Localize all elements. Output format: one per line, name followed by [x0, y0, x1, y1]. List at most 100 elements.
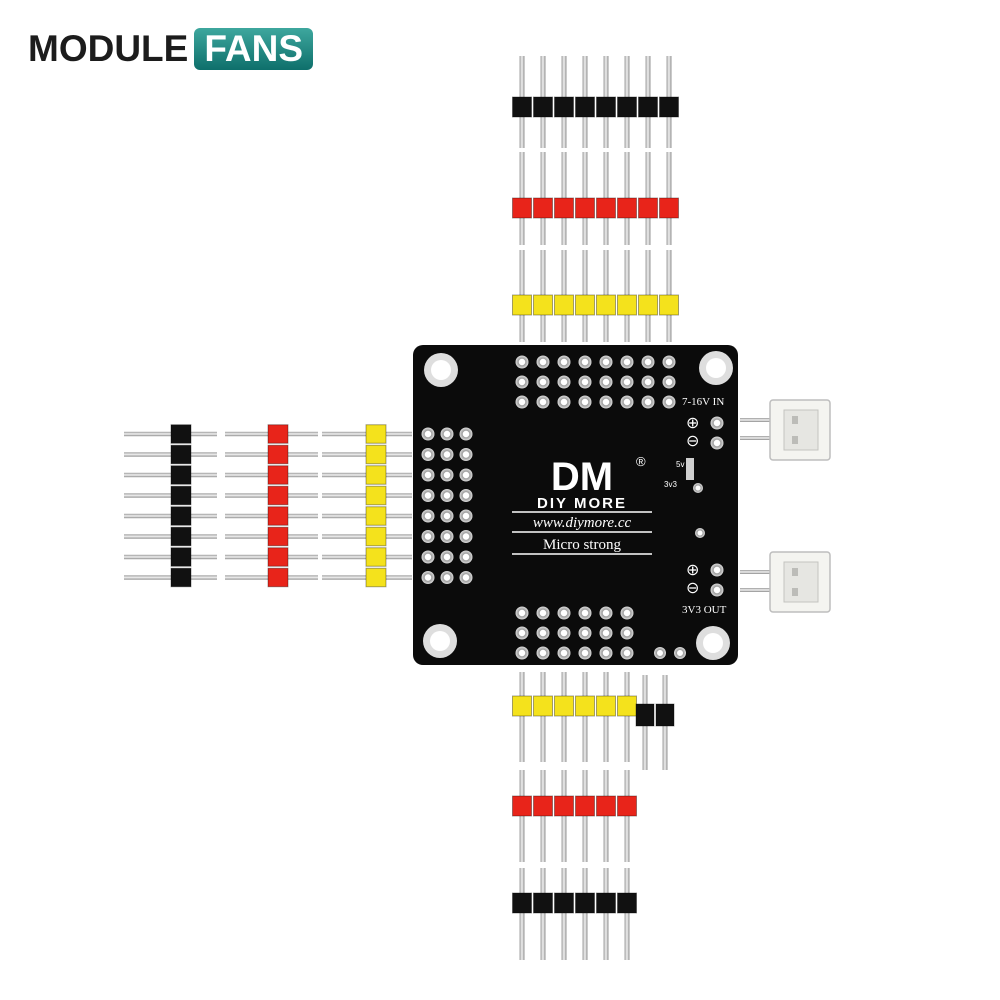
- voltage-selector: [686, 458, 694, 480]
- pcb-pad: [578, 375, 592, 389]
- header-housing: [575, 892, 595, 914]
- header-housing: [596, 294, 616, 316]
- header-housing: [617, 294, 637, 316]
- pcb-pad: [578, 626, 592, 640]
- header-housing: [533, 197, 553, 219]
- bottom-header-red: [512, 770, 637, 862]
- mounting-holes: [423, 351, 733, 660]
- header-housing: [170, 526, 192, 547]
- pcb-pad: [599, 355, 613, 369]
- header-housing: [575, 96, 595, 118]
- header-pin: [603, 868, 609, 960]
- header-housing: [267, 424, 289, 444]
- pcb-pad: [515, 606, 529, 620]
- header-housing: [512, 892, 532, 914]
- connector-slot: [792, 436, 798, 444]
- pcb-pad: [459, 468, 473, 482]
- pcb-pad: [440, 550, 454, 564]
- header-pin: [124, 513, 217, 519]
- header-housing: [596, 695, 616, 717]
- bottom-header-yellow: [512, 672, 637, 762]
- pcb-pad: [599, 395, 613, 409]
- pcb-pad: [440, 509, 454, 523]
- jumper-pins: [635, 675, 675, 770]
- pcb-pad: [620, 626, 634, 640]
- top-header-black: [512, 56, 679, 148]
- left-header-yellow: [322, 424, 412, 588]
- pcb-pad: [421, 427, 435, 441]
- header-pin: [124, 575, 217, 580]
- header-housing: [170, 506, 192, 526]
- header-housing: [596, 795, 616, 817]
- header-housing: [617, 695, 637, 717]
- header-housing: [655, 703, 675, 727]
- header-housing: [659, 96, 679, 118]
- connector-pin: [740, 570, 772, 574]
- header-housing: [575, 695, 595, 717]
- header-housing: [365, 424, 387, 444]
- header-housing: [365, 526, 387, 547]
- pcb-pad: [557, 375, 571, 389]
- left-pin-headers: [124, 424, 412, 588]
- header-pin: [582, 868, 588, 960]
- bottom-header-black: [512, 868, 637, 960]
- header-housing: [554, 197, 574, 219]
- pcb-pad: [620, 375, 634, 389]
- pcb-pad: [421, 489, 435, 502]
- header-housing: [267, 526, 289, 547]
- pcb-pad: [459, 571, 473, 584]
- pcb-pad: [599, 626, 613, 640]
- header-housing: [365, 506, 387, 526]
- header-housing: [365, 567, 387, 588]
- header-housing: [659, 294, 679, 316]
- pcb-pad: [695, 528, 705, 538]
- header-housing: [575, 197, 595, 219]
- header-housing: [512, 795, 532, 817]
- header-pin: [624, 868, 630, 960]
- header-pin: [582, 672, 588, 762]
- header-housing: [638, 96, 658, 118]
- left-header-black: [124, 424, 217, 588]
- header-pin: [124, 554, 217, 560]
- top-pin-headers: [512, 56, 679, 342]
- header-housing: [267, 485, 289, 506]
- pcb-pad: [459, 427, 473, 441]
- header-housing: [365, 485, 387, 506]
- pcb-pad: [557, 395, 571, 409]
- pcb-pad: [641, 395, 655, 409]
- pcb-pad: [557, 606, 571, 620]
- pcb-pad: [459, 530, 473, 543]
- pcb-pad: [662, 355, 676, 369]
- mount-hole: [706, 358, 726, 378]
- pcb-pad: [459, 550, 473, 564]
- pcb-pad: [536, 626, 550, 640]
- header-housing: [512, 294, 532, 316]
- pcb-pad: [710, 416, 724, 430]
- header-pin: [124, 534, 217, 539]
- pcb-pad: [578, 646, 592, 660]
- connector-slot: [792, 568, 798, 576]
- jst-connector: [740, 399, 831, 461]
- pcb-pad: [515, 646, 529, 660]
- input-label: 7-16V IN: [682, 396, 724, 408]
- left-header-red: [225, 424, 318, 588]
- pcb-pad: [421, 530, 435, 543]
- top-header-red: [512, 152, 679, 245]
- connector-pin: [740, 418, 772, 422]
- header-housing: [596, 96, 616, 118]
- connector-socket: [783, 409, 819, 451]
- pcb-pad: [557, 646, 571, 660]
- url-text: www.diymore.cc: [533, 515, 632, 531]
- header-housing: [533, 96, 553, 118]
- header-housing: [617, 197, 637, 219]
- pcb-pad: [515, 375, 529, 389]
- pcb-pad: [599, 375, 613, 389]
- header-housing: [170, 547, 192, 567]
- pcb-pad: [710, 563, 724, 577]
- header-housing: [267, 444, 289, 465]
- plus-symbol-out: ⊕: [686, 562, 699, 579]
- header-housing: [170, 424, 192, 444]
- plus-symbol-in: ⊕: [686, 415, 699, 432]
- header-pin: [519, 672, 525, 762]
